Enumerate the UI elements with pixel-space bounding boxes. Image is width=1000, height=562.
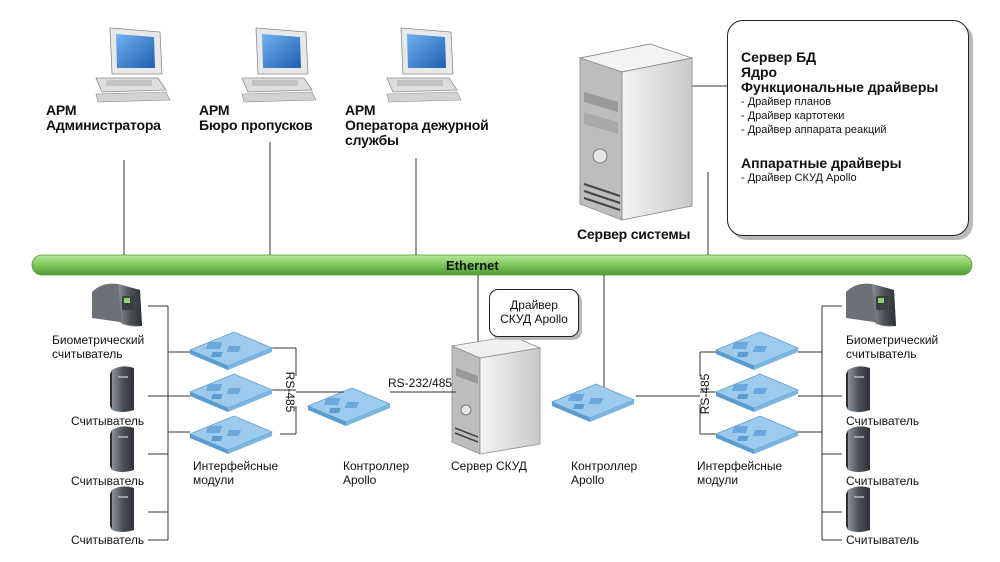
left-rs485-bracket <box>268 347 344 435</box>
right-reader-bus <box>798 305 842 541</box>
left-reader-bus <box>148 305 190 541</box>
right-controller-label: Контроллер Apollo <box>571 459 638 487</box>
info-heading-db: Сервер БД <box>741 49 817 65</box>
workstation-duty-label: АРМ Оператора дежурной службы <box>345 102 489 148</box>
right-reader-2-label: Считыватель <box>846 474 920 488</box>
callout-line: Драйвер <box>510 298 558 312</box>
rs485-left-label: RS-485 <box>283 372 297 413</box>
left-reader-3-label: Считыватель <box>71 533 145 547</box>
right-biometric-reader-icon <box>846 283 896 327</box>
info-heading-functional: Функциональные драйверы <box>741 79 939 95</box>
right-interface-module-1-icon <box>715 331 799 371</box>
right-reader-3-label: Считыватель <box>846 533 920 547</box>
workstation-admin-label: АРМ Администратора <box>46 102 161 133</box>
info-functional-driver: - Драйвер аппарата реакций <box>741 124 887 136</box>
system-server-label: Сервер системы <box>577 226 691 242</box>
serial-link-label: RS-232/485 <box>388 376 453 390</box>
info-heading-hardware: Аппаратные драйверы <box>741 155 902 171</box>
rs485-right-label: RS-485 <box>698 373 712 414</box>
workstation-pass-label: АРМ Бюро пропусков <box>199 102 313 133</box>
left-interface-modules-label: Интерфейсные модули <box>193 459 279 487</box>
right-reader-2-icon <box>846 426 870 472</box>
workstation-duty-icon <box>386 27 462 103</box>
info-hardware-driver: - Драйвер СКУД Apollo <box>741 172 857 184</box>
left-reader-2-label: Считыватель <box>71 474 145 488</box>
left-reader-2-icon <box>110 426 134 472</box>
right-biometric-reader-label: Биометрический считыватель <box>846 333 939 361</box>
callout-line: СКУД Apollo <box>500 312 568 326</box>
right-reader-3-icon <box>846 486 870 532</box>
right-interface-modules-label: Интерфейсные модули <box>697 459 783 487</box>
left-reader-1-label: Считыватель <box>71 414 145 428</box>
right-interface-module-3-icon <box>715 415 799 455</box>
workstation-pass-icon <box>241 27 317 103</box>
left-interface-module-2-icon <box>189 373 273 413</box>
workstation-admin-icon <box>95 27 171 103</box>
right-interface-module-2-icon <box>715 373 799 413</box>
info-heading-core: Ядро <box>741 64 778 80</box>
left-reader-1-icon <box>110 366 134 412</box>
left-interface-module-1-icon <box>189 331 273 371</box>
left-controller-board-icon <box>307 387 391 427</box>
right-reader-1-label: Считыватель <box>846 414 920 428</box>
ethernet-bus <box>31 254 973 276</box>
system-server-icon <box>578 43 694 221</box>
left-biometric-reader-icon <box>92 283 142 327</box>
right-reader-1-icon <box>846 366 870 412</box>
right-rs485-bracket <box>636 351 720 435</box>
left-reader-3-icon <box>110 486 134 532</box>
left-controller-label: Контроллер Apollo <box>343 459 410 487</box>
ethernet-label: Ethernet <box>446 258 499 273</box>
system-server-info-box: Сервер БД Ядро Функциональные драйверы -… <box>727 20 969 236</box>
info-functional-driver: - Драйвер картотеки <box>741 110 845 122</box>
right-controller-board-icon <box>551 383 635 423</box>
acs-server-icon <box>451 335 541 455</box>
acs-server-label: Сервер СКУД <box>451 459 527 473</box>
left-biometric-reader-label: Биометрический считыватель <box>52 333 145 361</box>
acs-driver-callout: Драйвер СКУД Apollo <box>489 289 579 337</box>
left-interface-module-3-icon <box>189 415 273 455</box>
info-functional-driver: - Драйвер планов <box>741 96 832 108</box>
